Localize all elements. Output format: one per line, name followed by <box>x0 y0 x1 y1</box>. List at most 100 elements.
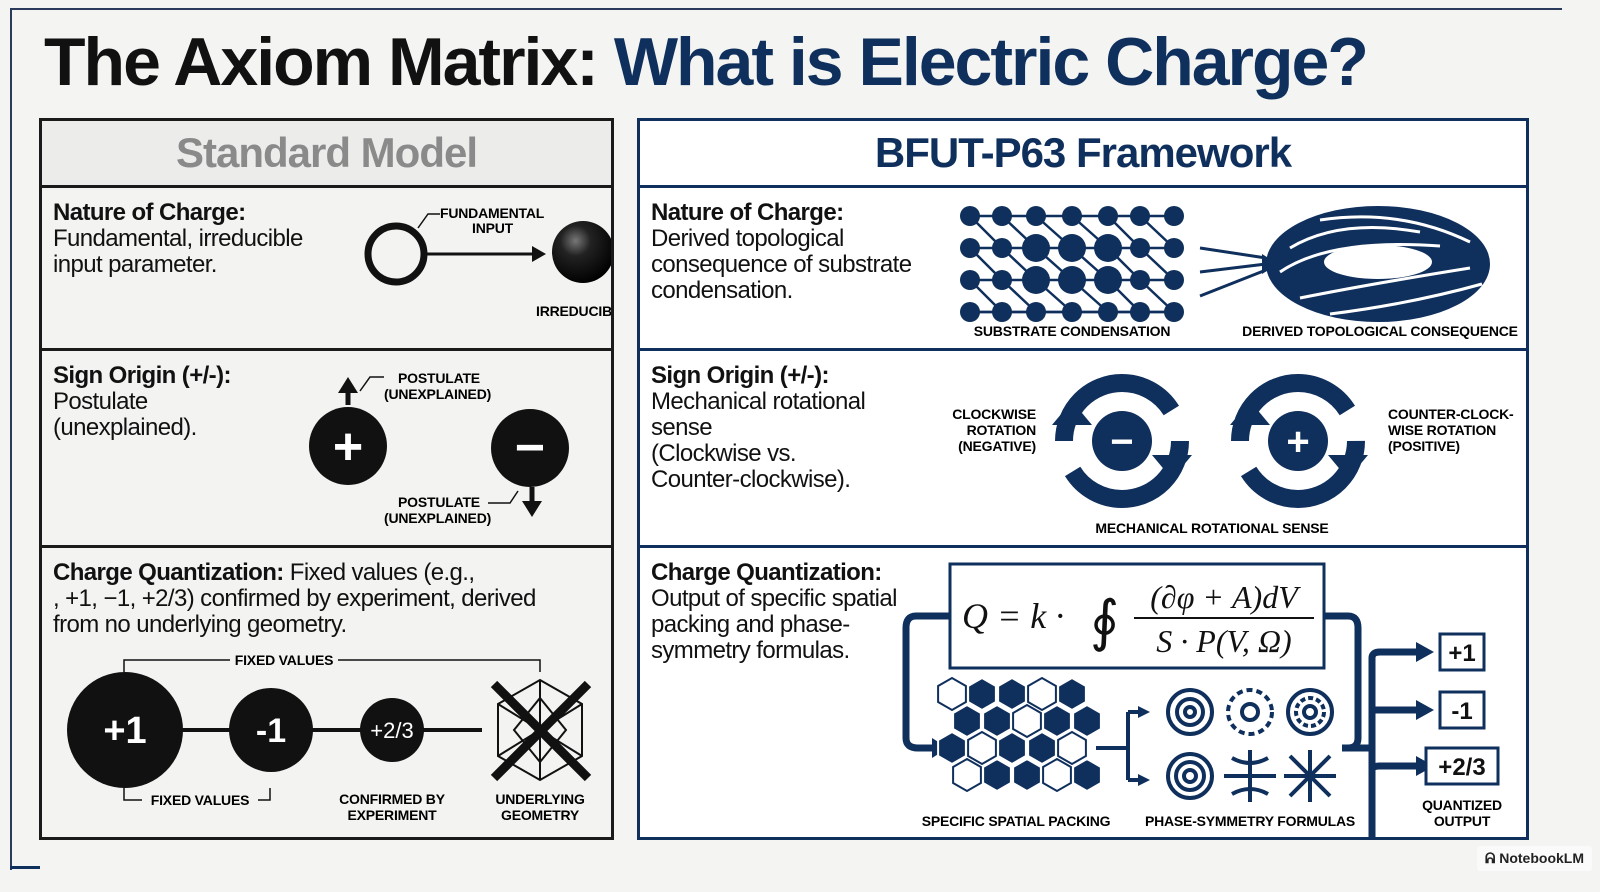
substrate-diagram: SUBSTRATE CONDENSATION DERIVED TOPOLOGIC… <box>960 206 1518 339</box>
rotation-diagram: − + CLOCKWISE ROTATION (NEGATIVE) COUNTE… <box>952 374 1514 536</box>
cap-phase: PHASE-SYMMETRY FORMULAS <box>1145 813 1355 829</box>
output-minus-one: -1 <box>1451 698 1472 725</box>
cap-topological: DERIVED TOPOLOGICAL CONSEQUENCE <box>1242 323 1518 339</box>
brand-icon: ᕱ <box>1484 850 1500 866</box>
sm-sign-line-2: (unexplained). <box>53 414 197 441</box>
bfut-quant-text: Charge Quantization: Output of specific … <box>651 560 897 664</box>
fixed-values-top: FIXED VALUES <box>235 652 333 668</box>
tag-top-postulate: POSTULATE <box>398 370 480 386</box>
sign-postulate-diagram: + POSTULATE (UNEXPLAINED) − POSTULATE (U… <box>309 370 569 526</box>
ccw-line-1: COUNTER-CLOCK- <box>1388 406 1514 422</box>
title-part-1: The Axiom Matrix: <box>44 24 599 100</box>
bfut-sign-label: Sign Origin (+/-): <box>651 362 829 389</box>
bfut-sign-line-1: Mechanical rotational <box>651 388 866 415</box>
formula-denominator: S · P(V, Ω) <box>1156 623 1291 659</box>
tag-fundamental: FUNDAMENTAL <box>440 205 545 221</box>
cw-line-3: (NEGATIVE) <box>958 438 1036 454</box>
output-minus-one-box <box>1438 690 1486 730</box>
bfut-nature-label: Nature of Charge: <box>651 199 844 226</box>
tag-input: INPUT <box>472 220 514 236</box>
cw-line-2: ROTATION <box>967 422 1037 438</box>
sm-nature-text: Nature of Charge: Fundamental, irreducib… <box>53 200 303 278</box>
bfut-nature-row: Nature of Charge: Derived topological co… <box>640 188 1526 351</box>
counter-clockwise-rotation-icon: + <box>1230 374 1368 508</box>
hollow-particle-icon <box>364 222 428 286</box>
tag-bottom-postulate: POSTULATE <box>398 494 480 510</box>
rotation-plus-sign: + <box>1286 420 1309 464</box>
bfut-nature-line-2: consequence of substrate <box>651 251 912 278</box>
rotation-minus-sign: − <box>1110 420 1133 464</box>
bfut-quant-line-2: packing and phase- <box>651 611 850 638</box>
confirmed-line-2: EXPERIMENT <box>347 807 437 823</box>
bfut-nature-line-3: condensation. <box>651 277 793 304</box>
bfut-nature-line-1: Derived topological <box>651 225 844 252</box>
bfut-sign-line-2: sense <box>651 414 713 441</box>
sm-quant-label: Charge Quantization: <box>53 559 284 586</box>
cap-packing: SPECIFIC SPATIAL PACKING <box>922 813 1111 829</box>
quantization-diagram: Q = k · ∮ (∂φ + A)dV S · P(V, Ω) <box>902 562 1502 837</box>
bfut-sign-line-3: (Clockwise vs. <box>651 440 797 467</box>
value-two-thirds <box>360 698 424 762</box>
notebooklm-brand: ᕱ NotebookLM <box>1476 846 1592 871</box>
sm-quant-first: Fixed values (e.g., <box>283 559 475 586</box>
sm-nature-line-2: input parameter. <box>53 251 217 278</box>
bfut-sign-line-4: Counter-clockwise). <box>651 466 851 493</box>
frame-corner <box>10 866 40 869</box>
output-two-thirds: +2/3 <box>1438 754 1485 781</box>
formula-integral: ∮ <box>1090 589 1119 654</box>
minus-sign: − <box>515 419 545 477</box>
substrate-lattice-icon <box>960 206 1184 322</box>
brand-label: NotebookLM <box>1499 850 1584 866</box>
sm-sign-line-1: Postulate <box>53 388 148 415</box>
phase-symmetry-icons <box>1166 688 1336 802</box>
sm-quant-line-1: , +1, −1, +2/3) confirmed by experiment,… <box>53 585 536 612</box>
tag-irreducible: IRREDUCIBLE <box>536 303 612 319</box>
geometry-line-1: UNDERLYING <box>495 791 585 807</box>
torus-icon <box>1266 206 1490 322</box>
sm-nature-line-1: Fundamental, irreducible <box>53 225 303 252</box>
sm-nature-row: Nature of Charge: Fundamental, irreducib… <box>42 188 611 351</box>
bfut-quant-line-1: Output of specific spatial <box>651 585 897 612</box>
bfut-heading: BFUT-P63 Framework <box>640 121 1526 188</box>
negative-charge-icon <box>491 409 569 487</box>
tag-top-unexplained: (UNEXPLAINED) <box>384 386 491 402</box>
sm-nature-label: Nature of Charge: <box>53 199 246 226</box>
sm-sign-label: Sign Origin (+/-): <box>53 362 231 389</box>
formula-numerator: (∂φ + A)dV <box>1150 579 1301 615</box>
bfut-quant-row: Charge Quantization: Output of specific … <box>640 548 1526 837</box>
bfut-nature-text: Nature of Charge: Derived topological co… <box>651 199 912 304</box>
cap-substrate: SUBSTRATE CONDENSATION <box>974 323 1171 339</box>
value-plus-one-label: +1 <box>103 710 146 752</box>
sm-sign-text: Sign Origin (+/-): Postulate (unexplaine… <box>53 363 231 441</box>
output-caption-1: QUANTIZED <box>1422 797 1502 813</box>
output-plus-one: +1 <box>1448 640 1475 667</box>
standard-model-panel: Standard Model Nature of Charge: Fundame… <box>39 118 614 840</box>
fundamental-input-diagram: FUNDAMENTAL INPUT IRREDUCIBLE <box>364 205 612 319</box>
bfut-sign-text: Sign Origin (+/-): Mechanical rotational… <box>651 362 866 493</box>
value-plus-one <box>67 672 183 788</box>
value-two-thirds-label: +2/3 <box>370 718 413 743</box>
clockwise-rotation-icon: − <box>1052 374 1192 508</box>
output-two-thirds-box <box>1424 746 1500 786</box>
plus-sign: + <box>333 418 363 476</box>
outer-frame <box>10 8 1562 870</box>
output-caption-2: OUTPUT <box>1434 813 1491 829</box>
sm-quant-line-2: from no underlying geometry. <box>53 611 347 638</box>
bfut-sign-row: Sign Origin (+/-): Mechanical rotational… <box>640 351 1526 548</box>
cw-line-1: CLOCKWISE <box>952 406 1036 422</box>
sm-quant-row: Charge Quantization: Fixed values (e.g.,… <box>42 548 611 837</box>
ccw-line-2: WISE ROTATION <box>1388 422 1496 438</box>
title-part-2: What is Electric Charge? <box>613 24 1369 100</box>
fixed-values-diagram: FIXED VALUES +1 -1 +2/3 FIXED VALUES CON… <box>67 652 592 823</box>
positive-charge-icon <box>309 407 387 485</box>
spatial-packing-icon <box>937 676 1102 793</box>
ccw-line-3: (POSITIVE) <box>1388 438 1460 454</box>
sm-sign-row: Sign Origin (+/-): Postulate (unexplaine… <box>42 351 611 548</box>
crossed-geometry-icon <box>490 678 592 782</box>
rotation-caption: MECHANICAL ROTATIONAL SENSE <box>1095 520 1328 536</box>
bfut-panel: BFUT-P63 Framework Nature of Charge: Der… <box>637 118 1529 840</box>
bfut-quant-label: Charge Quantization: <box>651 559 882 586</box>
standard-model-heading: Standard Model <box>42 121 611 188</box>
solid-sphere-icon <box>552 221 611 283</box>
value-minus-one <box>229 688 313 772</box>
